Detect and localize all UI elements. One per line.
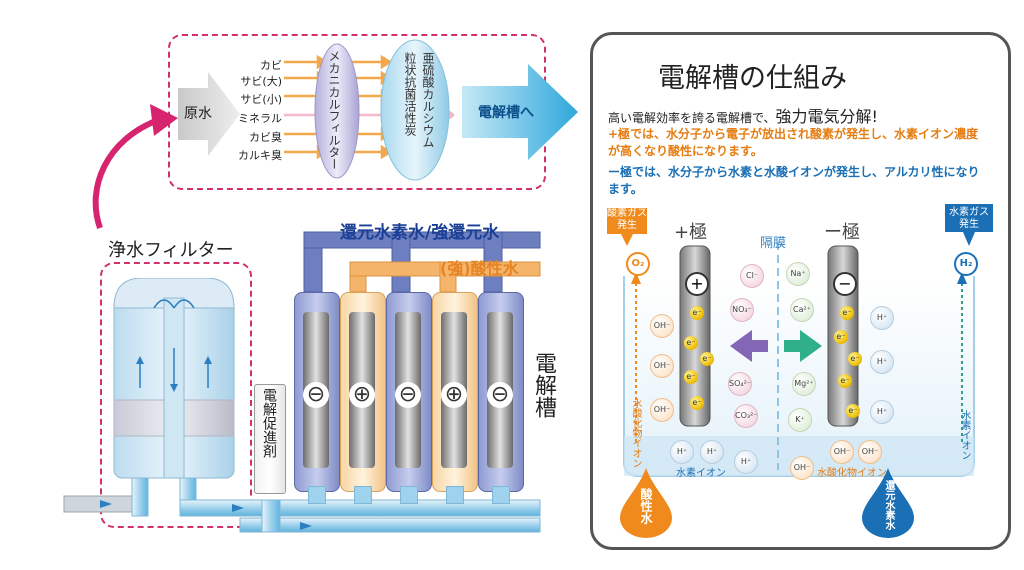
contaminant-item: ミネラル <box>238 112 282 125</box>
hydrogen-ion: H⁺ <box>700 440 724 464</box>
contaminant-item: カルキ臭 <box>238 149 282 162</box>
zoom-link-arrow <box>92 104 178 229</box>
left-vertical-label: 水酸化物イオン <box>630 398 641 468</box>
cell-foot-connector <box>354 486 372 504</box>
panel-title: 電解槽の仕組み <box>658 63 847 94</box>
cell-label: 電解槽 <box>531 352 556 418</box>
alkaline-water-label: 還元水素水 <box>883 480 894 530</box>
contaminant-item: カビ臭 <box>249 131 282 144</box>
membrane-label: 隔膜 <box>760 236 787 251</box>
minus-terminal-icon: ⊖ <box>395 382 421 408</box>
nitrate-ion: NO₃⁻ <box>730 298 754 322</box>
contaminant-item: サビ(小) <box>240 93 282 106</box>
water-filter-label: 浄水フィルター <box>108 240 234 261</box>
electron: e⁻ <box>700 352 714 366</box>
calcium-ion: Ca²⁺ <box>790 298 814 322</box>
plus-explanation: +極では、水分子から電子が放出され酸素が発生し、水素イオン濃度が高くなり酸性にな… <box>608 127 979 158</box>
mechanical-filter-label: メカニカルフィルター <box>327 50 341 170</box>
electron: e⁻ <box>848 352 862 366</box>
electron: e⁻ <box>690 306 704 320</box>
oxygen-bubble <box>607 208 647 246</box>
acid-water-label: 酸性水 <box>639 488 653 524</box>
contaminant-item: カビ <box>260 59 282 72</box>
intro-emphasis: 強力電気分解! <box>775 107 878 126</box>
minus-terminal-icon: ⊖ <box>303 382 329 408</box>
hydrogen-bubble <box>945 204 993 246</box>
magnesium-ion: Mg²⁺ <box>792 372 816 396</box>
electron: e⁻ <box>684 370 698 384</box>
hydroxide-ion: OH⁻ <box>650 314 674 338</box>
h2-badge: H₂ <box>954 252 978 276</box>
contaminant-item: サビ(大) <box>240 75 282 88</box>
to-cell-label: 電解槽へ <box>478 105 534 121</box>
cell-foot-connector <box>492 486 510 504</box>
cell-foot-connector <box>400 486 418 504</box>
right-vertical-label: 水素イオン <box>959 410 970 460</box>
mechanical-filter-disc <box>314 43 360 179</box>
minus-terminal-icon: ⊖ <box>487 382 513 408</box>
electrolyte-box <box>254 384 286 494</box>
chloride-ion: Cl⁻ <box>740 264 764 288</box>
plus-terminal-icon: ⊕ <box>441 382 467 408</box>
carbon-filter-disc <box>380 39 450 181</box>
to-cell-arrow <box>462 64 578 160</box>
plus-terminal-icon: ⊕ <box>349 382 375 408</box>
raw-water-label: 原水 <box>184 106 212 122</box>
acid-water-drop <box>620 468 672 538</box>
intro-prefix: 高い電解効率を誇る電解槽で、 <box>608 111 776 125</box>
carbon-filter-label: 粒状抗菌活性炭 <box>403 52 417 136</box>
electron: e⁻ <box>846 404 860 418</box>
electron: e⁻ <box>684 336 698 350</box>
electrolyte-label: 電解促進剤 <box>261 388 277 458</box>
hydroxide-ion: OH⁻ <box>650 398 674 422</box>
plus-pole-label: +極 <box>674 222 708 243</box>
acidic-outlet-label: (強)酸性水 <box>440 259 519 278</box>
minus-pole-label: ー極 <box>824 222 860 243</box>
water-filter-housing <box>113 278 235 479</box>
sodium-ion: Na⁺ <box>786 262 810 286</box>
pipe-network <box>63 231 541 533</box>
minus-explanation: ー極では、水分子から水素と水酸イオンが発生し、アルカリ性になります。 <box>608 165 980 196</box>
hydrogen-ion: H⁺ <box>870 350 894 374</box>
electron: e⁻ <box>690 396 704 410</box>
hydrogen-ion: H⁺ <box>870 306 894 330</box>
potassium-ion: K⁺ <box>788 408 812 432</box>
alkaline-water-drop <box>862 468 914 538</box>
hydroxide-ion: OH⁻ <box>650 354 674 378</box>
alkaline-outlet-label: 還元水素水/強還元水 <box>340 223 500 243</box>
electron: e⁻ <box>834 330 848 344</box>
sulfate-ion: SO₄²⁻ <box>728 372 752 396</box>
electron: e⁻ <box>838 374 852 388</box>
hydrogen-ion: H⁺ <box>734 450 758 474</box>
carbonate-ion: CO₃²⁻ <box>734 404 758 428</box>
hydroxide-ion: OH⁻ <box>790 456 814 480</box>
minus-sign-circle: − <box>833 272 857 296</box>
cell-foot-connector <box>446 486 464 504</box>
hydrogen-ion: H⁺ <box>670 440 694 464</box>
hydrogen-bubble-text: 水素ガス発生 <box>949 207 989 230</box>
left-bottom-label: 水素イオン <box>676 468 726 479</box>
hydroxide-ion: OH⁻ <box>830 440 854 464</box>
o2-badge: O₂ <box>626 252 650 276</box>
water-filter-box <box>100 262 252 528</box>
electron: e⁻ <box>840 306 854 320</box>
hydroxide-ion: OH⁻ <box>858 440 882 464</box>
right-bottom-label: 水酸化物イオン <box>817 468 887 479</box>
raw-water-arrow <box>178 72 240 156</box>
plus-sign-circle: + <box>685 272 709 296</box>
cell-foot-connector <box>308 486 326 504</box>
hydrogen-ion: H⁺ <box>870 400 894 424</box>
oxygen-bubble-text: 酸素ガス発生 <box>607 208 647 231</box>
ca-filter-label: 亜硫酸カルシウム <box>421 52 435 148</box>
panel-intro: 高い電解効率を誇る電解槽で、強力電気分解! <box>608 103 878 127</box>
